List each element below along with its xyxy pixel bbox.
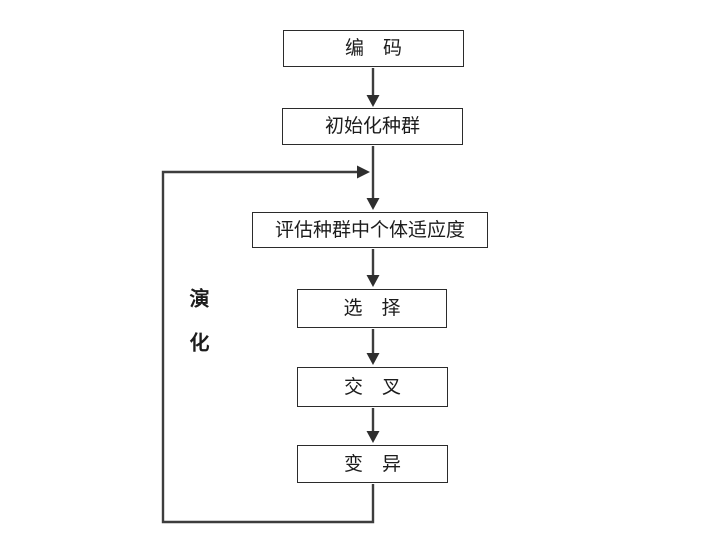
- flow-node-crossover: 交 叉: [297, 367, 448, 407]
- arrow-evolution-loop: [161, 165, 375, 524]
- flow-node-label: 交 叉: [343, 376, 401, 398]
- flow-node-init-population: 初始化种群: [282, 108, 463, 145]
- arrow-crossover-to-mutation: [366, 408, 380, 443]
- arrow-evaluate-to-selection: [366, 249, 380, 287]
- arrow-selection-to-crossover: [366, 329, 380, 365]
- flow-node-label: 编 码: [344, 38, 402, 59]
- arrow-init-to-evaluate: [366, 146, 380, 210]
- flow-node-evaluate-fitness: 评估种群中个体适应度: [252, 212, 488, 248]
- flow-node-encode: 编 码: [283, 30, 464, 67]
- flow-node-selection: 选 择: [297, 289, 447, 328]
- arrow-encode-to-init: [366, 68, 380, 107]
- flow-node-label: 选 择: [343, 298, 401, 319]
- flow-node-mutation: 变 异: [297, 445, 448, 483]
- flow-node-label: 评估种群中个体适应度: [274, 219, 465, 241]
- flow-node-label: 初始化种群: [324, 116, 420, 137]
- flow-node-label: 变 异: [343, 453, 401, 475]
- evolution-loop-label: 演化: [186, 288, 208, 376]
